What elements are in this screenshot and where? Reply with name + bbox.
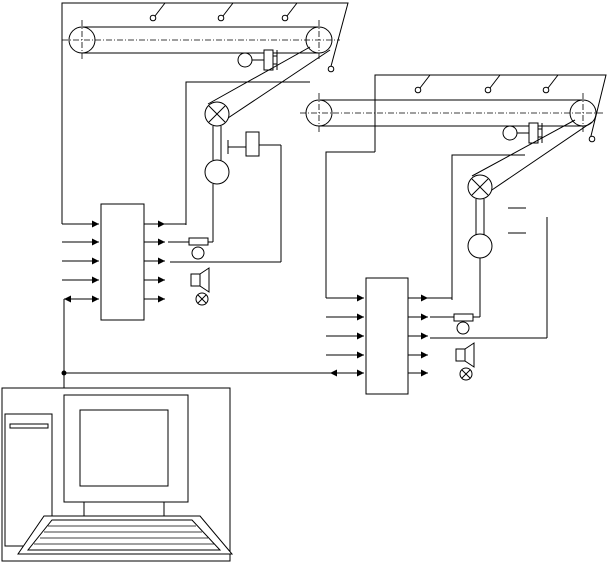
tension-pulley-right — [502, 122, 543, 144]
limit-switches-left — [149, 2, 335, 73]
motor-left — [204, 101, 230, 185]
limit-switches-right — [414, 74, 596, 143]
conveyor-unit-left — [61, 2, 349, 263]
controller-right — [326, 258, 481, 395]
conveyor-unit-right — [300, 74, 607, 339]
belt-left — [62, 20, 340, 60]
power-wire-right — [451, 154, 525, 300]
computer — [1, 387, 234, 562]
frame-wire-right — [374, 74, 607, 152]
controller-left — [62, 184, 214, 321]
belt-right — [300, 93, 604, 133]
motor-right — [467, 174, 493, 259]
computer-keyboard — [17, 515, 234, 555]
brake-right — [430, 207, 548, 339]
network-bus — [61, 299, 330, 388]
power-wire-left — [185, 81, 310, 225]
brake-left — [170, 131, 282, 263]
tension-pulley-left — [237, 49, 278, 71]
computer-monitor — [63, 394, 189, 517]
frame-wire-left — [61, 2, 349, 224]
